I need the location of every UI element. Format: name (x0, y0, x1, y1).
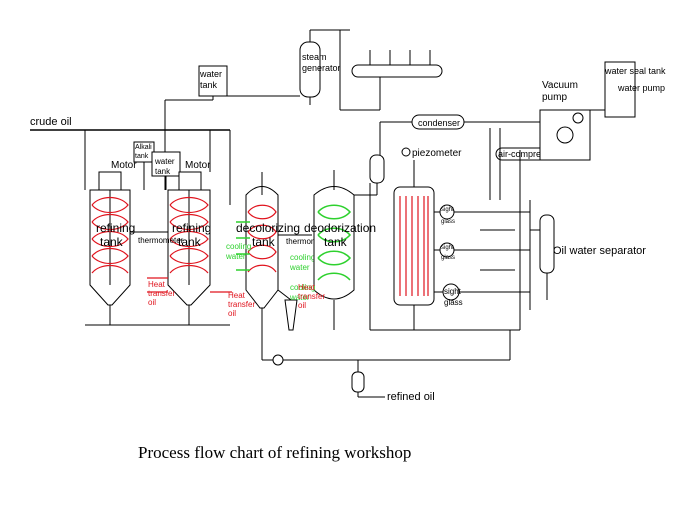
steam-generator-label-1: steam (302, 52, 327, 62)
steam-generator-label-2: generator (302, 63, 341, 73)
refining-tank-1-label-1: refining (96, 221, 135, 235)
cooling-water-3-label-1: cooling (290, 283, 315, 292)
piezometer-label: piezometer (412, 148, 462, 159)
heat-oil-1-label-3: oil (148, 298, 156, 307)
refining-tank-2 (167, 171, 211, 325)
condenser-label: condenser (418, 118, 460, 128)
water-tank-mid (143, 151, 181, 190)
heater-column (393, 147, 435, 330)
sight-glass-3-label-1: sight (444, 287, 462, 296)
alkali-tank-label-1: Alkali (135, 144, 152, 151)
heat-oil-2-label-3: oil (228, 309, 236, 318)
sight-glass-3 (434, 283, 530, 301)
deodorization-label-2: tank (324, 235, 348, 249)
thermometer-1-label: thermometer (138, 236, 184, 245)
cooling-water-1-label-2: water (225, 252, 246, 261)
sight-glass-1 (434, 204, 530, 220)
cooling-water-2-label-1: cooling (290, 253, 315, 262)
cooling-water-3-label-2: water (289, 293, 310, 302)
steam-generator (299, 29, 350, 110)
oil-water-separator-label: Oil water separator (553, 245, 646, 257)
condenser (379, 114, 540, 160)
water-tank-left-label-1: water (199, 69, 222, 79)
refining-tank-2-label-2: tank (178, 235, 202, 249)
vacuum-pump-label-1: Vacuum (542, 80, 578, 91)
alkali-tank-label-2: tank (135, 153, 149, 160)
water-tank-mid-label-2: tank (155, 167, 171, 176)
heat-oil-1-label-2: transfer (148, 289, 175, 298)
cooling-water-1-label-1: cooling (226, 242, 251, 251)
sight-glass-2-label-2: glass (441, 255, 455, 261)
steam-header (340, 50, 443, 111)
sight-glass-1-label-1: sight (441, 207, 454, 213)
vacuum-pump (539, 109, 591, 161)
heat-oil-3-label-1: Heat (298, 283, 316, 292)
heat-oil-2-label-1: Heat (228, 291, 246, 300)
vacuum-pump-label-2: pump (542, 92, 567, 103)
water-seal-tank (590, 61, 636, 118)
thermometer-2-label: thermometer (286, 237, 332, 246)
sight-glass-1-label-2: glass (441, 219, 455, 225)
decolorizing-label-2: tank (252, 235, 276, 249)
refined-oil-label: refined oil (387, 391, 435, 403)
deodorization-tank (313, 170, 355, 330)
sight-glass-2-label-1: sight (441, 245, 454, 251)
motor-2-label: Motor (185, 160, 211, 171)
oil-water-separator (530, 214, 555, 300)
heat-oil-2-label-2: transfer (228, 300, 255, 309)
right-manifold (369, 128, 531, 331)
water-seal-tank-label: water seal tank (604, 66, 666, 76)
refining-tank-1 (89, 171, 131, 325)
water-pump-label: water pump (617, 83, 665, 93)
air-compressor-label: air-compressor (498, 149, 558, 159)
refining-tank-2-label-1: refining (172, 221, 211, 235)
water-tank-left-label-2: tank (200, 80, 218, 90)
vapor-separator (354, 154, 385, 196)
motor-1-label: Motor (111, 160, 137, 171)
water-tank-left (164, 65, 300, 130)
cooling-water-2-label-2: water (289, 263, 310, 272)
heat-oil-3-label-2: transfer (298, 292, 325, 301)
heat-oil-1-label-1: Heat (148, 280, 166, 289)
diagram-title: Process flow chart of refining workshop (138, 443, 411, 462)
refining-tank-1-label-2: tank (100, 235, 124, 249)
crude-oil-label: crude oil (30, 116, 72, 128)
sight-glass-3-label-2: glass (444, 298, 463, 307)
heat-oil-3-label-3: oil (298, 301, 306, 310)
heat-oil-lines-refining (147, 277, 232, 293)
sight-glass-2 (434, 242, 530, 258)
water-tank-mid-label-1: water (154, 157, 175, 166)
bottom-lines (85, 324, 511, 398)
filter-press (277, 289, 298, 331)
decolorizing-tank (236, 172, 279, 360)
decolorizing-label-1: decolorizing (236, 221, 300, 235)
deodorization-label-1: deodorization (304, 221, 376, 235)
